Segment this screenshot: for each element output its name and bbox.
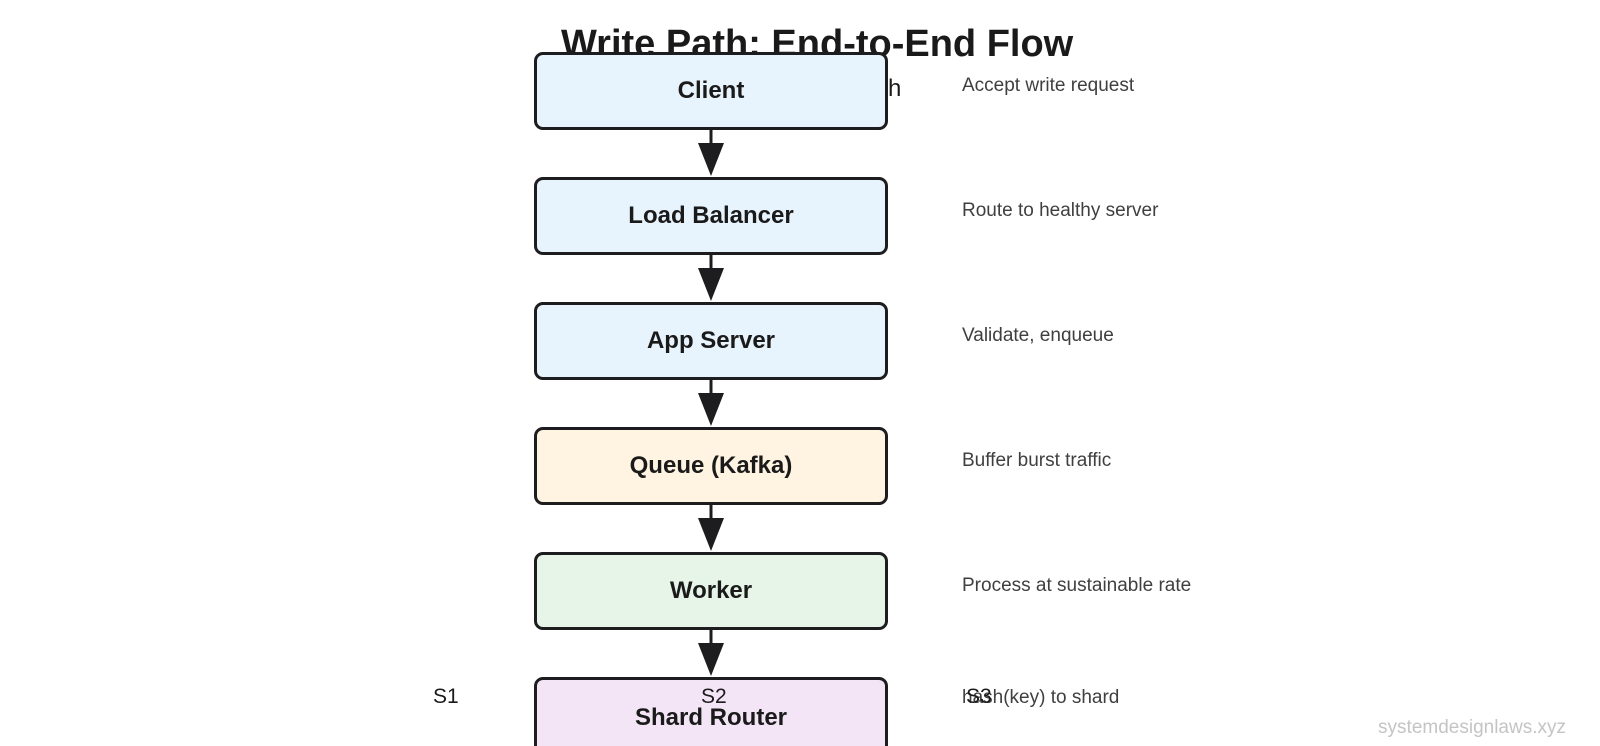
shard-label-s2: S2 <box>701 685 727 708</box>
node-app-server-label: App Server <box>646 327 776 354</box>
node-shard-router: Shard Router <box>534 677 888 746</box>
step-description-app-server: Validate, enqueue <box>962 325 1114 346</box>
node-load-balancer: Load Balancer <box>534 177 888 255</box>
arrow-head <box>698 518 724 551</box>
arrow-head <box>698 643 724 676</box>
node-queue-kafka: Queue (Kafka) <box>534 427 888 505</box>
node-client: Client <box>534 52 888 130</box>
step-description-queue: Buffer burst traffic <box>962 450 1112 471</box>
node-worker: Worker <box>534 552 888 630</box>
arrow-head <box>698 143 724 176</box>
node-worker-label: Worker <box>669 577 753 604</box>
node-app-server: App Server <box>534 302 888 380</box>
watermark: systemdesignlaws.xyz <box>1378 717 1566 738</box>
node-load-balancer-label: Load Balancer <box>628 202 794 229</box>
node-queue-kafka-label: Queue (Kafka) <box>629 452 793 479</box>
step-description-worker: Process at sustainable rate <box>962 575 1192 596</box>
step-description-load-balancer: Route to healthy server <box>962 200 1159 221</box>
node-client-label: Client <box>677 77 745 104</box>
shard-label-s3: S3 <box>966 685 992 708</box>
node-shard-router-label: Shard Router <box>634 704 787 731</box>
shard-label-s1: S1 <box>433 685 459 708</box>
arrow-head <box>698 393 724 426</box>
step-description-client: Accept write request <box>962 75 1135 96</box>
step-description-shard-router: hash(key) to shard <box>962 687 1120 708</box>
arrow-head <box>698 268 724 301</box>
